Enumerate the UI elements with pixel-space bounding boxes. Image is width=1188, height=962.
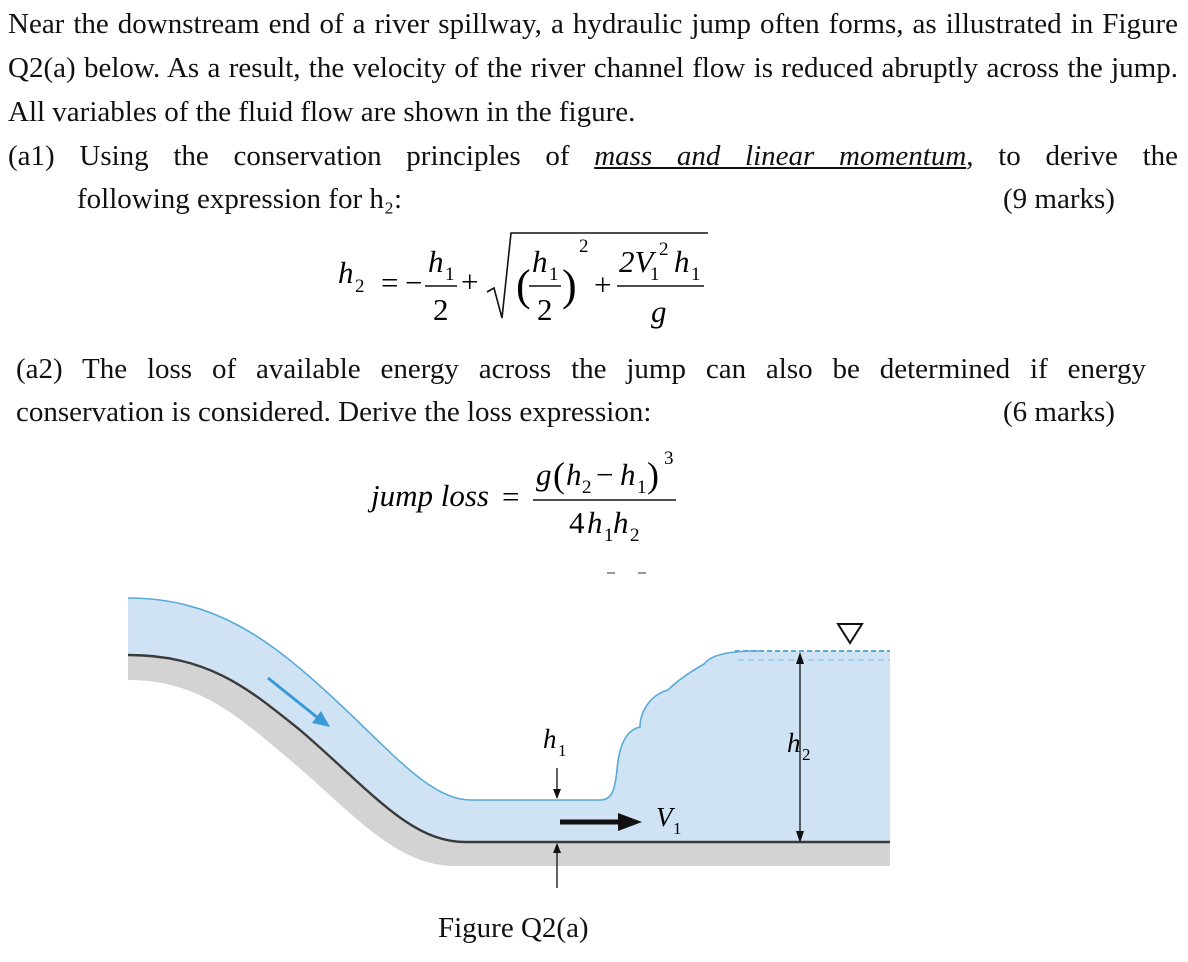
eq2-den-h2: h [613,505,629,540]
eq1-inner-num-sub: 1 [549,264,559,285]
eq1-sqrt-sign [486,232,708,319]
v1-label-sub: 1 [673,819,682,838]
a2-line-1: (a2) The loss of available energy across… [16,353,1146,385]
eq1-num1-sub: 1 [445,264,455,285]
eq1-close-paren: ) [562,261,577,310]
h1-label: h [543,724,557,754]
eq2-lhs: jump loss [367,478,489,513]
eq1-plus1: + [461,264,478,299]
eq2-num-h1-sub: 1 [637,477,647,498]
v1-label: V [656,802,676,832]
eq1-equals: = [381,265,398,300]
eq1-frac2-num-h-sub: 1 [691,264,701,285]
eq1-frac2-num-sup: 2 [659,239,669,260]
channel-bed [128,655,890,866]
water-body [128,598,890,842]
eq2-num-g: g [536,457,552,492]
h1-label-sub: 1 [558,741,567,760]
eq1-minus: − [405,265,422,300]
eq2-num-power: 3 [664,448,674,469]
equation-h2: h 2 = − h 1 2 + ( h 1 2 ) 2 + 2V 1 2 h 1… [338,232,708,329]
hydraulic-jump-figure: h 1 V 1 h 2 [127,597,890,888]
h1-arrowhead-bottom [553,843,561,853]
eq2-num-close: ) [647,455,659,495]
a1-line-2: following expression for h₂: [77,183,403,215]
eq2-den-h2-sub: 2 [630,525,640,546]
a1-marks: (9 marks) [1003,183,1115,215]
eq1-power: 2 [579,236,589,257]
figure-caption: Figure Q2(a) [438,912,589,944]
eq1-plus2: + [594,267,611,302]
eq1-inner-num: h [532,244,548,279]
intro-paragraph: Near the downstream end of a river spill… [8,8,1178,128]
a1-label: (a1) [8,140,55,172]
h2-arrowhead-bottom [796,831,804,843]
a1-text-after: , to derive the [966,140,1179,172]
eq2-equals: = [502,479,519,514]
eq1-frac2-den: g [651,294,667,329]
a2-marks: (6 marks) [1003,396,1115,428]
bed-line [127,653,890,844]
flow-arrow-shaft [267,676,319,720]
free-surface-triangle-icon [836,623,864,645]
eq2-den-h1: h [587,505,603,540]
eq1-den1: 2 [433,292,449,327]
eq2-num-h2-sub: 2 [582,477,592,498]
flow-arrow-head [312,711,330,727]
eq1-frac2-num-h: h [674,244,690,279]
h2-arrowhead-top [796,652,804,664]
eq1-num1: h [428,244,444,279]
equation-jump-loss: jump loss = g ( h 2 − h 1 ) 3 4 h 1 h 2 [367,448,676,546]
eq2-num-minus: − [596,457,613,492]
a1-text-before: Using the conservation principles of [79,140,595,172]
eq1-open-paren: ( [516,261,531,310]
eq1-lhs: h [338,255,354,290]
eq2-num-h1: h [620,457,636,492]
eq2-den-4: 4 [569,505,585,540]
a1-line-1: (a1) Using the conservation principles o… [8,134,1178,178]
h1-arrowhead-top [553,789,561,799]
h2-label: h [787,728,801,758]
eq1-frac2-num-sub: 1 [650,264,660,285]
eq1-inner-den: 2 [537,292,553,327]
eq1-lhs-sub: 2 [355,276,365,297]
a1-underlined-text: mass and linear momentum [594,140,967,172]
a2-line-2: conservation is considered. Derive the l… [16,396,652,428]
h2-label-sub: 2 [802,745,811,764]
eq2-den-h1-sub: 1 [604,525,614,546]
eq2-num-h2: h [566,457,582,492]
water-surface [127,597,761,801]
eq2-num-open: ( [553,455,565,495]
v1-arrow-head [618,813,642,831]
eq1-frac2-num: 2V [619,244,657,279]
